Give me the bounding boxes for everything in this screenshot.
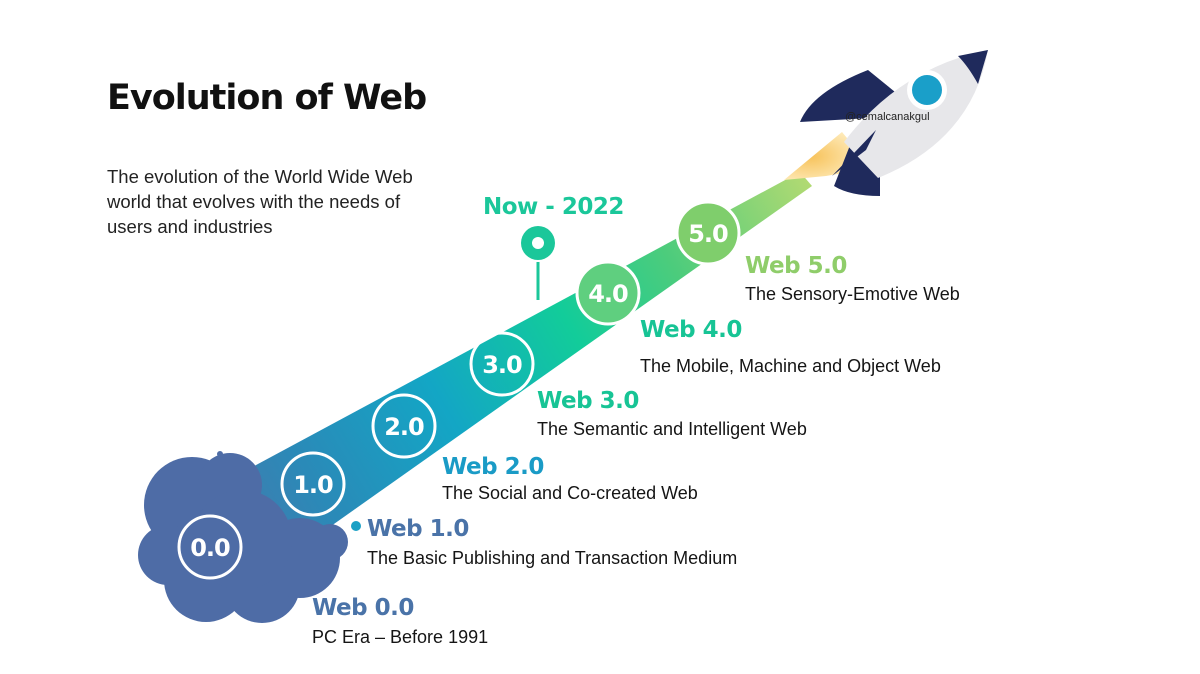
author-credit: @cemalcanakgul bbox=[845, 111, 930, 123]
stage-1-description: The Basic Publishing and Transaction Med… bbox=[367, 548, 738, 568]
stage-0-title: Web 0.0 bbox=[312, 595, 414, 621]
now-label: Now - 2022 bbox=[483, 194, 624, 220]
exhaust-trail bbox=[232, 172, 812, 548]
stage-2-title: Web 2.0 bbox=[442, 454, 544, 480]
badge-1: 1.0 bbox=[280, 451, 346, 517]
badge-2: 2.0 bbox=[371, 393, 437, 459]
stage-4-description: The Mobile, Machine and Object Web bbox=[640, 356, 941, 376]
stage-3-title: Web 3.0 bbox=[537, 388, 639, 414]
badge-5: 5.0 bbox=[675, 200, 741, 266]
badge-5-label: 5.0 bbox=[688, 220, 728, 248]
badge-1-label: 1.0 bbox=[293, 471, 333, 499]
rocket-body bbox=[844, 50, 988, 178]
stage-0-description: PC Era – Before 1991 bbox=[312, 627, 489, 647]
badge-4: 4.0 bbox=[575, 260, 641, 326]
badge-3: 3.0 bbox=[469, 331, 535, 397]
now-marker bbox=[521, 226, 555, 300]
stage-3-description: The Semantic and Intelligent Web bbox=[537, 419, 807, 439]
badge-0: 0.0 bbox=[177, 514, 243, 580]
rocket-nose bbox=[958, 50, 988, 84]
stage-5-description: The Sensory-Emotive Web bbox=[745, 284, 960, 304]
page-title: Evolution of Web bbox=[107, 78, 427, 118]
badge-2-label: 2.0 bbox=[384, 413, 424, 441]
rocket-accent bbox=[832, 130, 876, 176]
stage-2-description: The Social and Co-created Web bbox=[442, 483, 698, 503]
badge-4-label: 4.0 bbox=[588, 280, 628, 308]
stage-4-title: Web 4.0 bbox=[640, 317, 742, 343]
stage-5-title: Web 5.0 bbox=[745, 253, 847, 279]
rocket-icon bbox=[784, 50, 988, 196]
smoke-cloud bbox=[138, 451, 361, 623]
stage-1-title: Web 1.0 bbox=[367, 516, 469, 542]
page-subtitle: The evolution of the World Wide Web worl… bbox=[107, 166, 413, 237]
badge-3-label: 3.0 bbox=[482, 351, 522, 379]
badge-0-label: 0.0 bbox=[190, 534, 230, 562]
